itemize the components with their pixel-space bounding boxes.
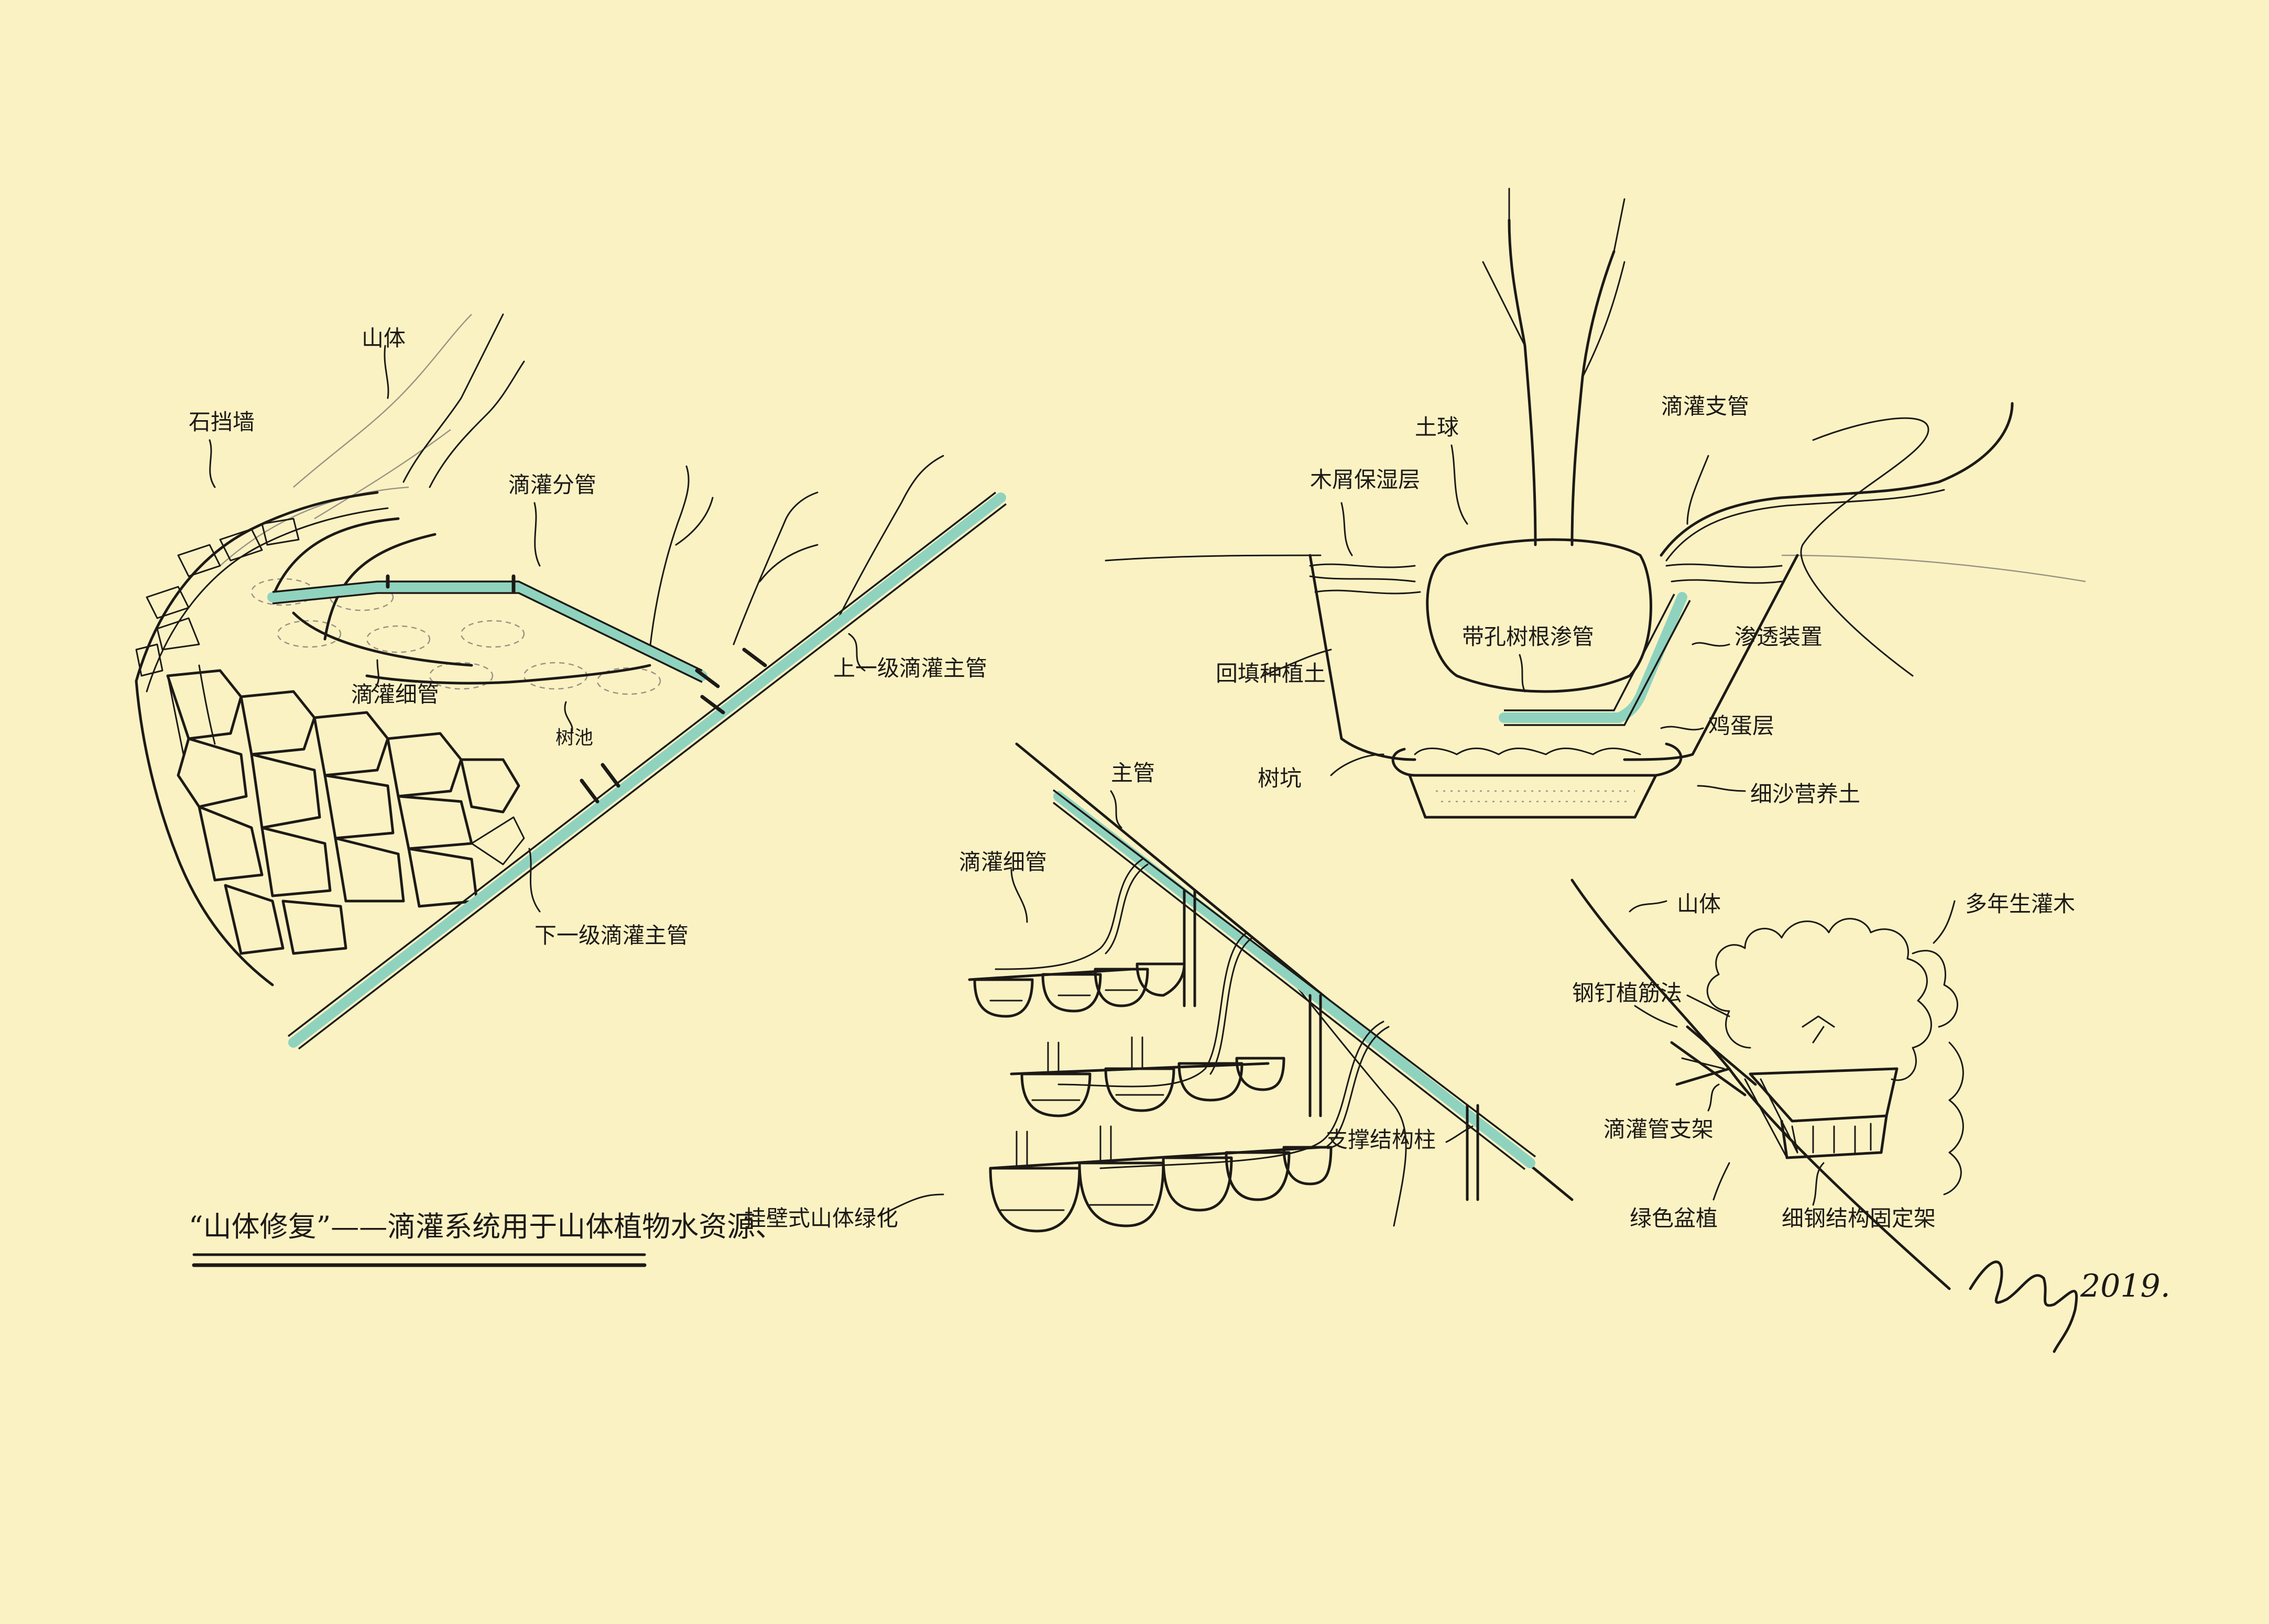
label-hanging-greening: 挂壁式山体绿化	[744, 1205, 898, 1231]
label-branch-pipe: 滴灌分管	[508, 472, 596, 498]
label-drip-branch-pipe: 滴灌支管	[1661, 393, 1749, 419]
label-steel-anchor: 钢钉植筋法	[1572, 980, 1682, 1006]
label-perforated-root-pipe: 带孔树根渗管	[1462, 624, 1594, 650]
label-gravel-layer: 鸡蛋层	[1708, 713, 1774, 739]
label-retaining-wall: 石挡墙	[189, 409, 255, 435]
title-block: “山体修复”——滴灌系统用于山体植物水资源、	[189, 1210, 783, 1267]
tree-section-sketch: 土球 木屑保湿层 滴灌支管 回填种植土 带孔树根渗管 渗透装置 鸡蛋层 树坑 细…	[1105, 188, 2086, 819]
label-mountain: 山体	[362, 325, 406, 351]
label-mountain-cliff: 山体	[1677, 891, 1721, 917]
label-capillary-pipe-mid: 滴灌细管	[959, 849, 1047, 875]
label-support-column: 支撑结构柱	[1326, 1127, 1436, 1153]
signature-mark	[1969, 1260, 2078, 1353]
label-main-pipe: 主管	[1111, 760, 1155, 786]
label-fine-sand-soil: 细沙营养土	[1750, 781, 1860, 807]
drawing-title: “山体修复”——滴灌系统用于山体植物水资源、	[189, 1210, 783, 1243]
label-perennial-shrub: 多年生灌木	[1965, 891, 2075, 917]
signature-block: 2019.	[1969, 1260, 2170, 1353]
hanging-pot-sketch: 主管 滴灌细管 支撑结构柱 挂壁式山体绿化	[744, 742, 1574, 1233]
cliff-pot-sketch: 山体 多年生灌木 钢钉植筋法 滴灌管支架 绿色盆植 细钢结构固定架	[1570, 879, 2075, 1290]
label-drip-bracket: 滴灌管支架	[1603, 1116, 1714, 1142]
label-soil-ball: 土球	[1415, 414, 1459, 440]
label-tree-pit: 树坑	[1258, 765, 1302, 791]
label-capillary-pipe: 滴灌细管	[351, 682, 439, 707]
signature-year: 2019.	[2080, 1268, 2170, 1304]
left-sketch: 山体 石挡墙 滴灌分管 上一级滴灌主管 滴灌细管 树池 下一级滴灌主管	[135, 313, 1007, 1050]
label-seepage-device: 渗透装置	[1735, 624, 1823, 650]
label-steel-frame: 细钢结构固定架	[1782, 1205, 1936, 1231]
label-tree-pit: 树池	[555, 727, 593, 749]
label-upper-main-pipe: 上一级滴灌主管	[833, 655, 987, 681]
label-lower-main-pipe: 下一级滴灌主管	[534, 923, 689, 948]
label-wood-chip-layer: 木屑保湿层	[1310, 467, 1420, 492]
label-green-pot: 绿色盆植	[1630, 1205, 1718, 1231]
label-backfill-soil: 回填种植土	[1216, 661, 1326, 686]
